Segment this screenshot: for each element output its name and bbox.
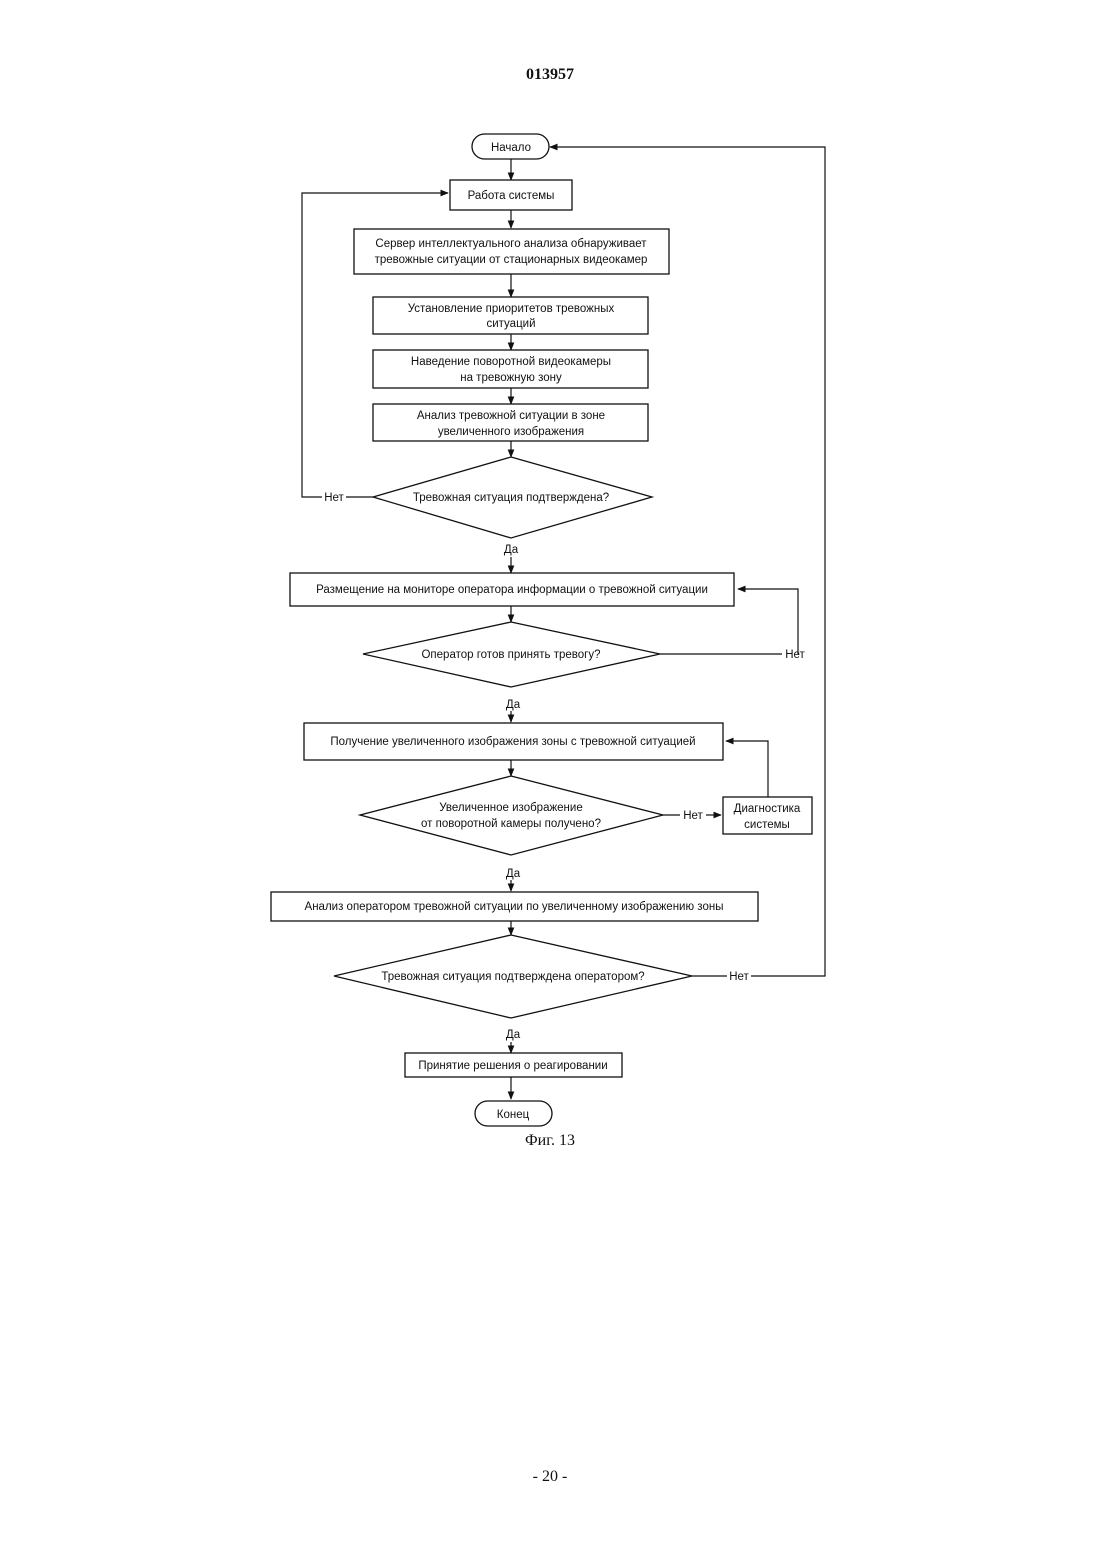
decision2-yes-label: Да xyxy=(506,699,521,711)
process-server-detects: Сервер интеллектуального анализа обнаруж… xyxy=(354,229,669,274)
end-label: Конец xyxy=(497,1109,530,1121)
priority-label-line1: Установление приоритетов тревожных xyxy=(408,303,615,315)
decision3-label-line1: Увеличенное изображение xyxy=(439,802,582,814)
figure-caption: Фиг. 13 xyxy=(0,1132,1100,1150)
operator-analysis-label: Анализ оператором тревожной ситуации по … xyxy=(305,901,724,913)
decision3-no-label: Нет xyxy=(683,810,703,822)
process-analysis: Анализ тревожной ситуации в зоне увеличе… xyxy=(373,404,648,441)
process-diagnostics: Диагностика системы xyxy=(723,797,812,834)
process-system-work: Работа системы xyxy=(450,180,572,210)
process-aim-camera: Наведение поворотной видеокамеры на трев… xyxy=(373,350,648,388)
decision4-no-label: Нет xyxy=(729,971,749,983)
diag-label-line1: Диагностика xyxy=(734,803,801,815)
display-info-label: Размещение на мониторе оператора информа… xyxy=(316,584,708,596)
decision1-yes-label: Да xyxy=(504,544,519,556)
end-terminator: Конец xyxy=(475,1101,552,1126)
decision2-label: Оператор готов принять тревогу? xyxy=(421,649,600,661)
start-label: Начало xyxy=(491,142,531,154)
process-display-info: Размещение на мониторе оператора информа… xyxy=(290,573,734,606)
decision-making-label: Принятие решения о реагировании xyxy=(418,1060,607,1072)
server-label-line1: Сервер интеллектуального анализа обнаруж… xyxy=(375,238,647,250)
aim-label-line1: Наведение поворотной видеокамеры xyxy=(411,356,611,368)
process-get-image: Получение увеличенного изображения зоны … xyxy=(304,723,723,760)
loop-decision2-no-back xyxy=(738,589,798,654)
diag-label-line2: системы xyxy=(744,819,790,831)
analysis-label-line1: Анализ тревожной ситуации в зоне xyxy=(417,410,605,422)
system-work-label: Работа системы xyxy=(468,190,555,202)
decision4-yes-label: Да xyxy=(506,1029,521,1041)
page-number: - 20 - xyxy=(0,1468,1100,1486)
server-label-line2: тревожные ситуации от стационарных видео… xyxy=(375,254,648,266)
decision2-no-label: Нет xyxy=(785,649,805,661)
decision-operator-confirmed: Тревожная ситуация подтверждена оператор… xyxy=(334,935,692,1018)
process-operator-analysis: Анализ оператором тревожной ситуации по … xyxy=(271,892,758,921)
process-decision-making: Принятие решения о реагировании xyxy=(405,1053,622,1077)
decision1-no-label: Нет xyxy=(324,492,344,504)
aim-label-line2: на тревожную зону xyxy=(460,372,562,384)
decision-operator-ready: Оператор готов принять тревогу? xyxy=(363,622,660,687)
priority-label-line2: ситуаций xyxy=(486,318,535,330)
loop-diag-back xyxy=(726,741,768,797)
decision3-label-line2: от поворотной камеры получено? xyxy=(421,818,601,830)
decision1-label: Тревожная ситуация подтверждена? xyxy=(413,492,609,504)
get-image-label: Получение увеличенного изображения зоны … xyxy=(330,736,695,748)
analysis-label-line2: увеличенного изображения xyxy=(438,426,584,438)
start-terminator: Начало xyxy=(472,134,549,159)
decision-confirmed: Тревожная ситуация подтверждена? xyxy=(373,457,652,538)
process-priorities: Установление приоритетов тревожных ситуа… xyxy=(373,297,648,334)
decision3-yes-label: Да xyxy=(506,868,521,880)
decision4-label: Тревожная ситуация подтверждена оператор… xyxy=(381,971,644,983)
decision-image-received: Увеличенное изображение от поворотной ка… xyxy=(360,776,663,855)
